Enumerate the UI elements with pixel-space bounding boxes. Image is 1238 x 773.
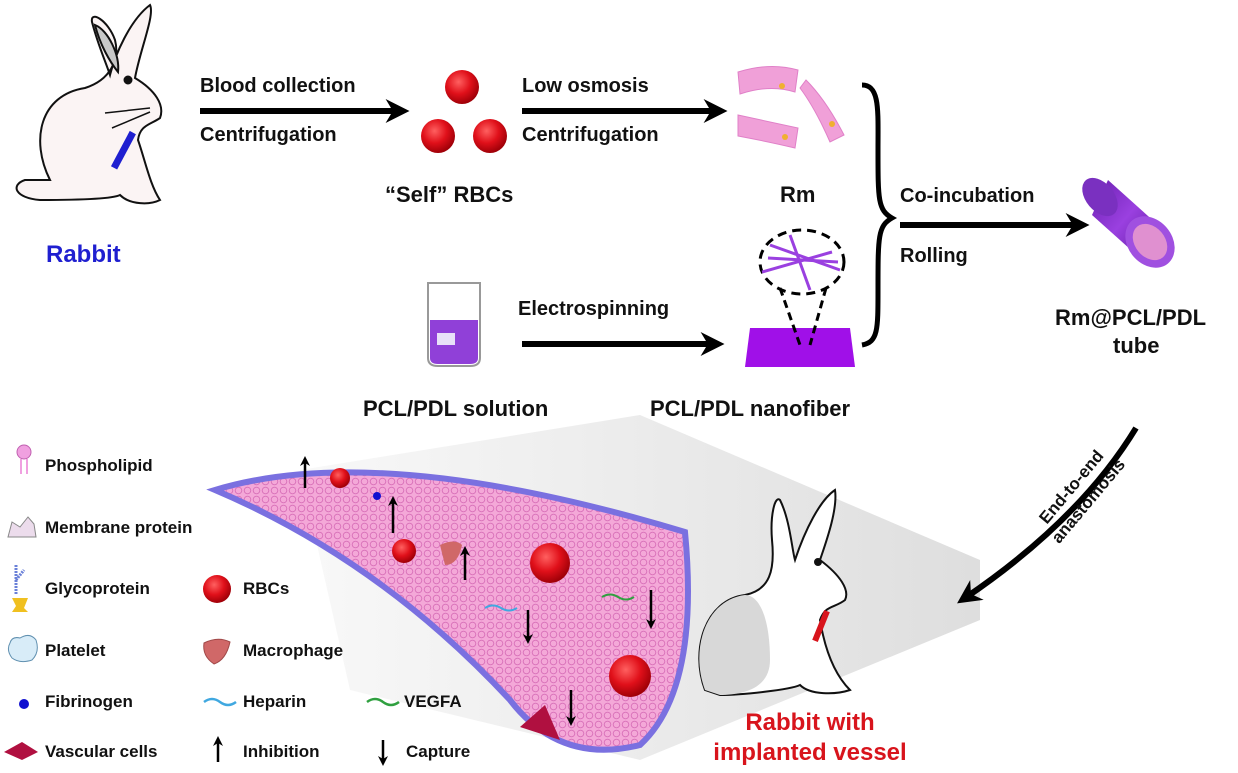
rbc-cluster xyxy=(421,70,507,153)
tube-label-2: tube xyxy=(1113,333,1160,358)
legend-label-fibrinogen: Fibrinogen xyxy=(45,692,133,711)
rm-label: Rm xyxy=(780,182,816,207)
solution-label: PCL/PDL solution xyxy=(363,396,549,421)
beaker-icon xyxy=(427,282,481,367)
phospholipid-icon xyxy=(16,444,32,474)
step1-top-label: Blood collection xyxy=(200,75,356,97)
nanofiber-icon xyxy=(745,228,855,367)
step3-top-label: Co-incubation xyxy=(900,185,1035,207)
platelet-icon xyxy=(7,634,38,663)
legend-label-capture: Capture xyxy=(406,742,471,761)
implanted-label-1: Rabbit with xyxy=(745,709,875,736)
heparin-icon xyxy=(203,697,237,707)
rbc-icon xyxy=(203,575,231,603)
step2-top-label: Low osmosis xyxy=(522,75,649,97)
arrow-anastomosis xyxy=(957,426,1139,604)
implanted-label-2: implanted vessel xyxy=(713,739,907,766)
legend-label-membrane-protein: Membrane protein xyxy=(45,518,193,537)
legend-label-platelet: Platelet xyxy=(45,641,106,660)
step1-bottom-label: Centrifugation xyxy=(200,124,337,146)
legend-label-heparin: Heparin xyxy=(243,692,307,711)
glycoprotein-icon xyxy=(12,565,28,612)
rbc-label: “Self” RBCs xyxy=(385,182,514,207)
legend-label-inhibition: Inhibition xyxy=(243,742,320,761)
legend-label-vascular-cells: Vascular cells xyxy=(45,742,158,761)
tube-label-1: Rm@PCL/PDL xyxy=(1055,305,1207,330)
legend-label-macrophage: Macrophage xyxy=(243,641,344,660)
vascular-cells-icon xyxy=(4,742,38,760)
electrospinning-label: Electrospinning xyxy=(518,298,670,320)
fibrinogen-icon xyxy=(19,699,29,709)
bracket xyxy=(861,82,898,348)
step3-bottom-label: Rolling xyxy=(900,245,968,267)
implanted-label: Rabbit with implanted vessel xyxy=(690,708,930,768)
step2-bottom-label: Centrifugation xyxy=(522,124,659,146)
rabbit-icon xyxy=(15,3,163,205)
rm-membrane-icon xyxy=(737,66,845,149)
legend-label-vegfa: VEGFA xyxy=(404,692,462,711)
vessel-cross-section xyxy=(206,456,691,753)
legend-label-rbcs: RBCs xyxy=(243,579,290,598)
legend-label-phospholipid: Phospholipid xyxy=(45,456,153,475)
rabbit-label: Rabbit xyxy=(46,241,121,268)
nanofiber-label: PCL/PDL nanofiber xyxy=(650,396,851,421)
legend-label-glycoprotein: Glycoprotein xyxy=(45,579,150,598)
vegfa-icon xyxy=(366,697,400,707)
implanted-rabbit-icon xyxy=(698,488,852,697)
macrophage-icon xyxy=(203,638,231,665)
tube-icon xyxy=(1082,177,1175,268)
membrane-protein-icon xyxy=(7,516,37,538)
legend-icons xyxy=(4,444,400,766)
